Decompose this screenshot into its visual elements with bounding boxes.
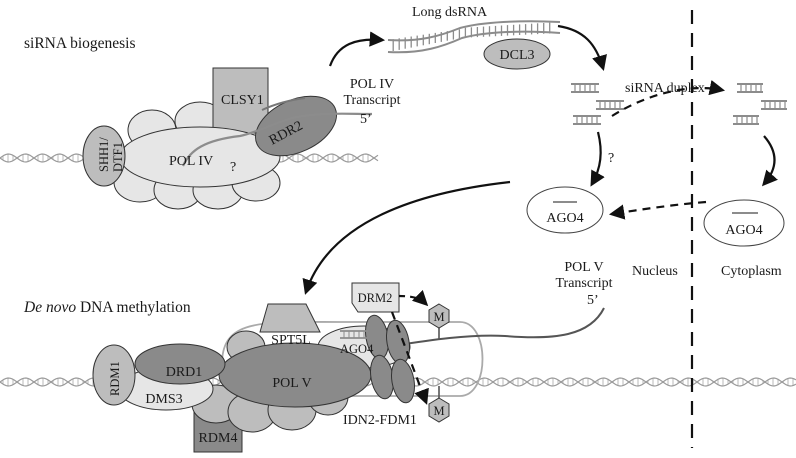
methyl-hexagon-bottom <box>428 397 450 423</box>
idn2-fdm1-subunit <box>391 358 415 404</box>
drm2-protein <box>351 282 400 313</box>
clsy1-label: CLSY1 <box>221 93 264 108</box>
methylation-arrows <box>390 289 429 405</box>
rdr2-rna-strand <box>261 97 306 111</box>
pol-v-transcript-rna <box>391 307 605 347</box>
methyl-top-label: M <box>433 310 444 324</box>
clsy1-block <box>212 67 269 134</box>
nucleus-label: Nucleus <box>632 264 678 279</box>
shh1-dtf1-protein <box>82 125 126 187</box>
ago4-complex-label: AGO4 <box>340 342 374 356</box>
arrow-to-dsrna <box>328 31 386 67</box>
shh1-label: SHH1/ <box>97 137 111 172</box>
drd1-label: DRD1 <box>166 365 203 380</box>
arrow-drm2-to-methyl-bottom <box>390 311 429 405</box>
pathway-arrows <box>302 24 778 295</box>
question-mark-pol-iv: ? <box>230 160 236 175</box>
sirna-duplex-label: siRNA duplex <box>625 81 705 96</box>
pol-iv-transcript-label-line2: Transcript <box>343 93 400 108</box>
rdm4-label: RDM4 <box>199 431 238 446</box>
ago4-nucleus <box>526 186 604 234</box>
pol-v-five-prime-label: 5’ <box>587 293 599 308</box>
methyl-marker-bottom: M <box>428 386 450 423</box>
pol-iv-complex <box>82 67 337 210</box>
pol-iv-transcript-rna <box>181 112 373 167</box>
ago4-nucleus-label: AGO4 <box>546 211 583 226</box>
dcl3-protein <box>483 38 551 70</box>
pol-v-transcript-label-line1: POL V <box>564 260 603 275</box>
arrow-drm2-to-methyl-top <box>398 289 429 307</box>
section-title-de-novo: De novo DNA methylation <box>23 299 191 316</box>
pol-iv-label: POL IV <box>169 154 213 169</box>
dms3-label: DMS3 <box>145 392 182 407</box>
arrow-to-pol-v <box>302 180 511 295</box>
pol-iv-transcript-label-line1: POL IV <box>350 77 394 92</box>
drd1-protein <box>134 343 226 385</box>
spt5l-protein <box>259 303 321 333</box>
long-dsrna <box>387 20 561 54</box>
arrow-sirna-export <box>611 80 726 117</box>
idn2-fdm1-label: IDN2-FDM1 <box>343 413 417 428</box>
section-title-sirna-biogenesis: siRNA biogenesis <box>24 35 136 52</box>
dcl3-label: DCL3 <box>500 48 535 63</box>
ago4-cytoplasm <box>703 199 785 247</box>
rdm1-protein <box>92 344 136 406</box>
pol-v-transcript-label-line2: Transcript <box>555 276 612 291</box>
methyl-hexagon-top <box>428 303 450 329</box>
pol-v-complex <box>92 282 605 453</box>
drm2-label: DRM2 <box>358 291 393 305</box>
arrow-to-ago4-cytoplasm <box>761 135 778 187</box>
section-title-de-novo-italic: De novo <box>23 299 76 316</box>
arrow-to-ago4-nucleus <box>590 131 605 187</box>
methyl-marker-top: M <box>428 303 450 340</box>
question-mark-ago4: ? <box>608 151 614 166</box>
spt5l-label: SPT5L <box>271 333 311 348</box>
section-title-de-novo-rest: DNA methylation <box>76 299 191 316</box>
arrow-to-sirna <box>557 24 607 71</box>
dtf1-label: DTF1 <box>111 142 125 172</box>
pol-v-label: POL V <box>272 376 311 391</box>
arrow-ago4-import <box>608 200 707 220</box>
long-dsrna-label: Long dsRNA <box>412 5 488 20</box>
cytoplasm-label: Cytoplasm <box>721 264 782 279</box>
pol-iv-five-prime-label: 5’ <box>360 112 372 127</box>
rdm1-label: RDM1 <box>108 361 122 396</box>
ago4-cytoplasm-label: AGO4 <box>725 223 762 238</box>
methyl-bottom-label: M <box>433 404 444 418</box>
